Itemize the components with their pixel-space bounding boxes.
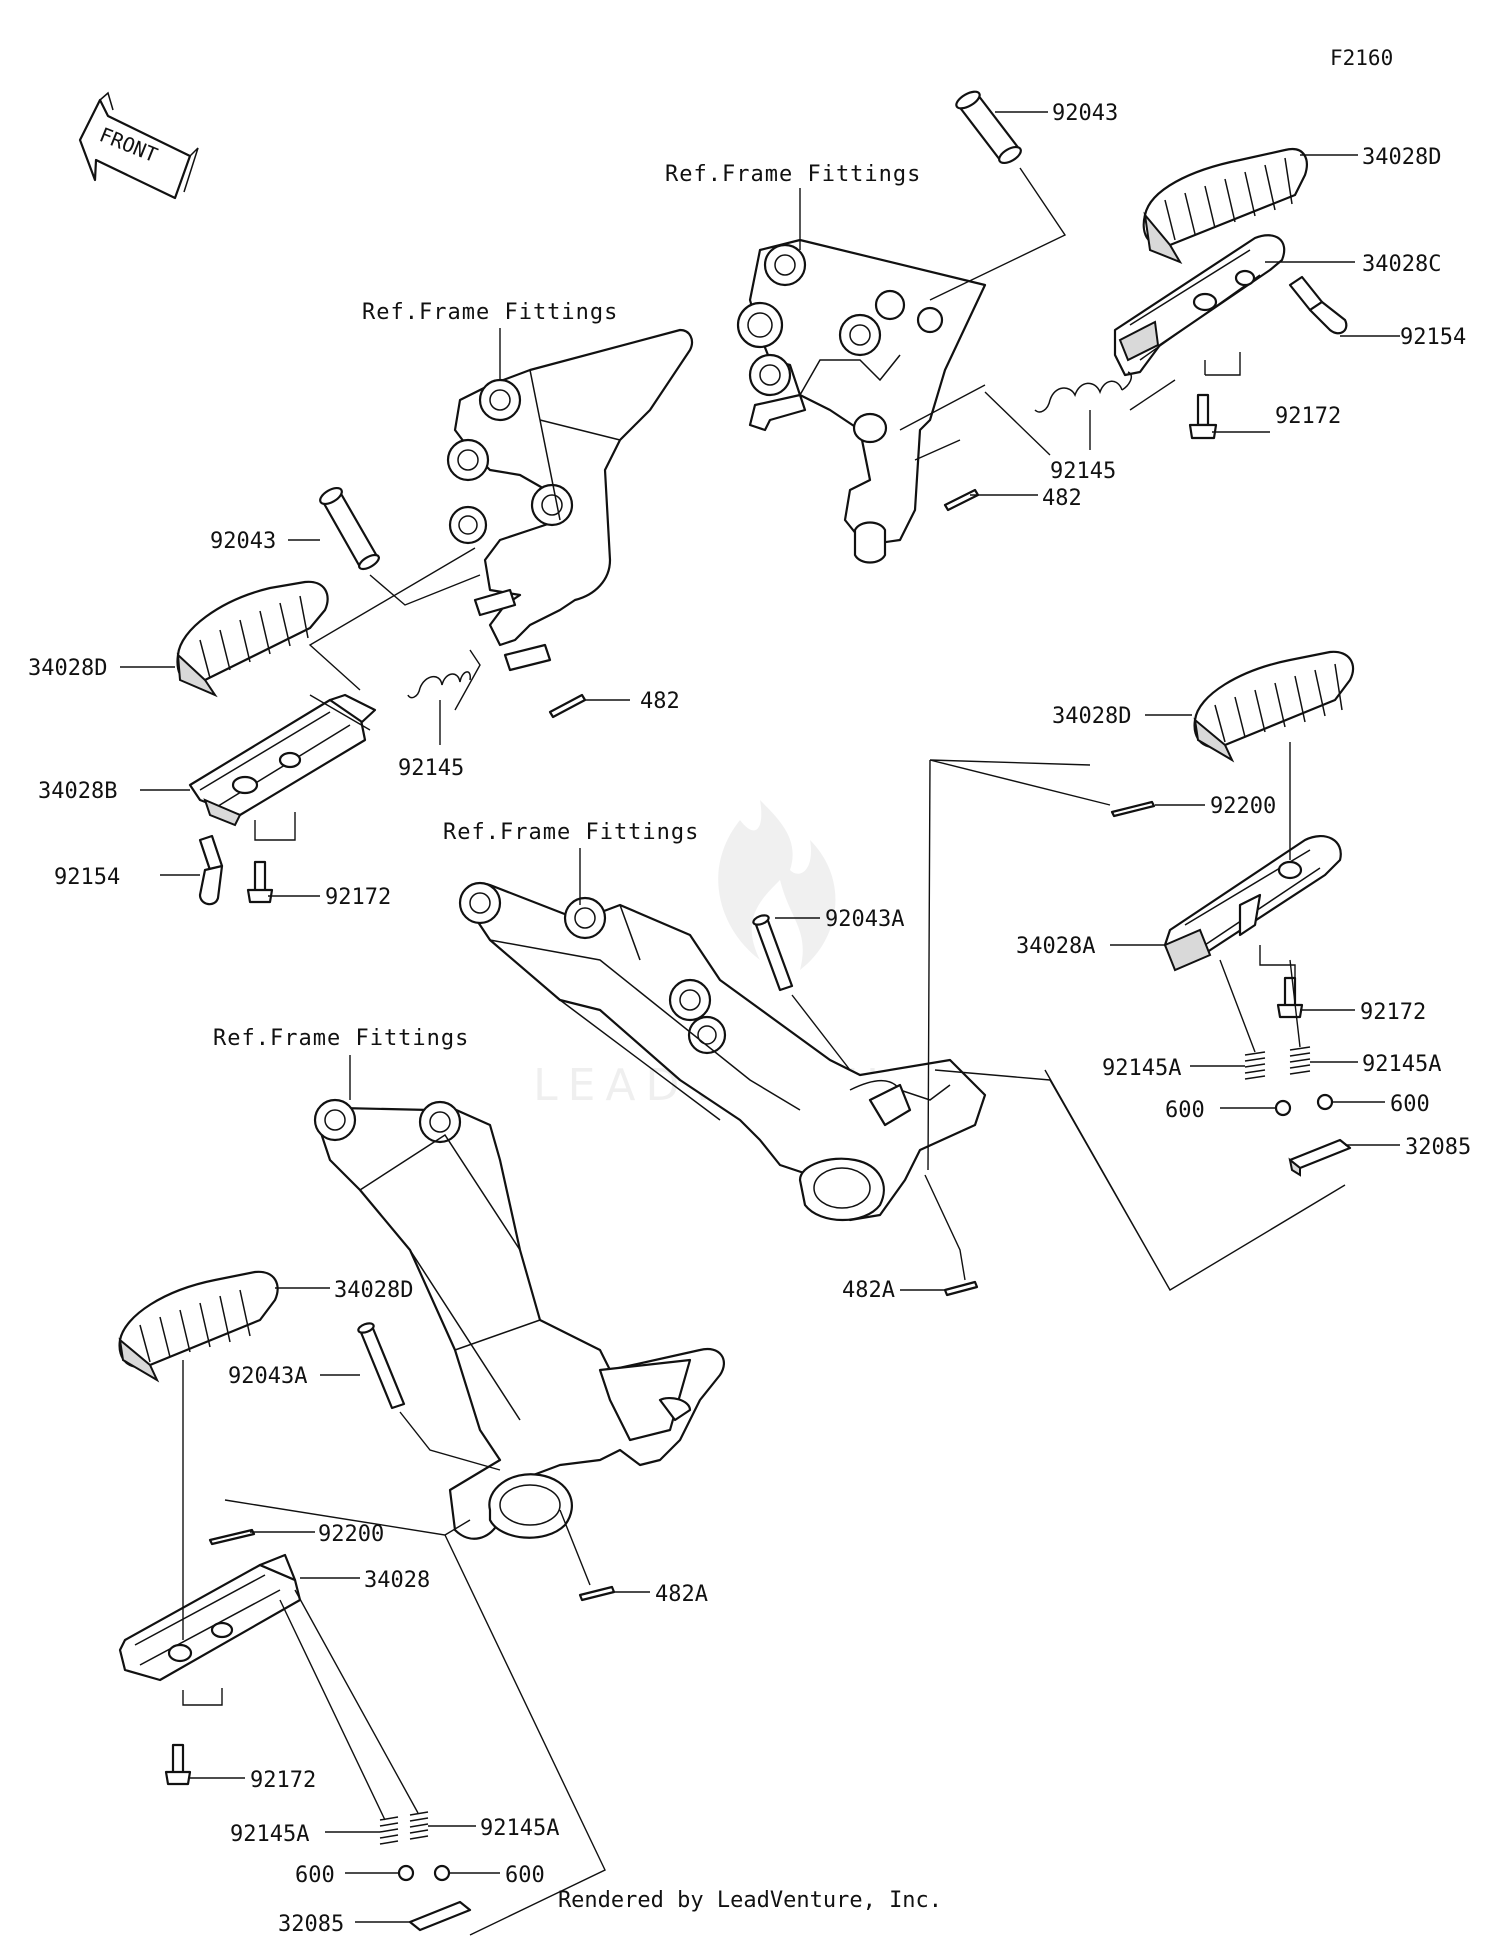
label-32085-lower: 32085 bbox=[278, 1912, 344, 1937]
label-92172-left: 92172 bbox=[325, 885, 391, 910]
bolt-92154-top bbox=[1288, 275, 1348, 335]
footer-credit: Rendered by LeadVenture, Inc. bbox=[557, 1888, 943, 1913]
label-600-lower-a: 600 bbox=[295, 1863, 335, 1888]
footrest-rubber-right-mid bbox=[1193, 650, 1355, 763]
circlip-482-left bbox=[548, 693, 587, 719]
ref-frame-fittings-label-4: Ref.Frame Fittings bbox=[213, 1026, 469, 1051]
spring-92145A-right-a bbox=[1244, 1051, 1266, 1080]
spring-92145A-right-b bbox=[1289, 1046, 1311, 1075]
plate-92200-lower bbox=[208, 1528, 256, 1546]
label-92145-top: 92145 bbox=[1050, 459, 1116, 484]
label-34028D-left: 34028D bbox=[28, 656, 107, 681]
label-92154-left: 92154 bbox=[54, 865, 120, 890]
label-92172-top: 92172 bbox=[1275, 404, 1341, 429]
figure-code: F2160 bbox=[1330, 46, 1394, 70]
label-92043A-lower: 92043A bbox=[228, 1364, 307, 1389]
label-92200-lower: 92200 bbox=[318, 1522, 384, 1547]
ref-frame-fittings-label-1: Ref.Frame Fittings bbox=[665, 162, 921, 187]
label-600-lower-b: 600 bbox=[505, 1863, 545, 1888]
footrest-bracket-lower-left bbox=[118, 1553, 302, 1682]
footrest-bracket-top-right bbox=[1113, 234, 1286, 377]
footrest-bracket-right-mid bbox=[1163, 835, 1342, 972]
frame-fitting-left-upper bbox=[446, 328, 694, 672]
frame-fitting-lower-left bbox=[313, 1098, 725, 1540]
label-92154-top: 92154 bbox=[1400, 325, 1466, 350]
ball-600-lower-b bbox=[433, 1864, 451, 1882]
ball-600-right-a bbox=[1274, 1099, 1292, 1117]
label-92172-right-mid: 92172 bbox=[1360, 1000, 1426, 1025]
label-482-top: 482 bbox=[1042, 486, 1082, 511]
label-482A-lower: 482A bbox=[655, 1582, 708, 1607]
circlip-482A-center bbox=[943, 1280, 979, 1297]
label-34028C: 34028C bbox=[1362, 252, 1441, 277]
label-32085-right: 32085 bbox=[1405, 1135, 1471, 1160]
footrest-bracket-left bbox=[188, 693, 377, 827]
label-34028: 34028 bbox=[364, 1568, 430, 1593]
bolt-92172-lower bbox=[164, 1743, 192, 1786]
ref-frame-fittings-label-3: Ref.Frame Fittings bbox=[443, 820, 699, 845]
front-arrow-icon: FRONT bbox=[78, 91, 199, 200]
pin-92043A-center bbox=[752, 914, 794, 992]
ball-600-right-b bbox=[1316, 1093, 1334, 1111]
footrest-rubber-left bbox=[176, 580, 329, 698]
spring-92145A-lower-a bbox=[379, 1816, 399, 1845]
spring-92145-left bbox=[407, 671, 471, 699]
ref-frame-fittings-label-2: Ref.Frame Fittings bbox=[362, 300, 618, 325]
label-34028D-lower: 34028D bbox=[334, 1278, 413, 1303]
circlip-482-top bbox=[943, 488, 980, 512]
plate-92200-right bbox=[1110, 800, 1156, 818]
label-482-left: 482 bbox=[640, 689, 680, 714]
footrest-rubber-top-right bbox=[1142, 147, 1308, 265]
label-92145A-lower-a: 92145A bbox=[230, 1822, 309, 1847]
label-34028D-right-mid: 34028D bbox=[1052, 704, 1131, 729]
bolt-92172-top bbox=[1188, 393, 1218, 440]
label-92145A-right-a: 92145A bbox=[1102, 1056, 1181, 1081]
label-92145-left: 92145 bbox=[398, 756, 464, 781]
footrest-rubber-lower-left bbox=[118, 1270, 279, 1383]
bolt-92172-left bbox=[246, 860, 274, 904]
frame-fitting-top-right bbox=[736, 238, 987, 564]
frame-fitting-center bbox=[458, 881, 987, 1222]
label-92043-top: 92043 bbox=[1052, 101, 1118, 126]
label-34028A: 34028A bbox=[1016, 934, 1095, 959]
label-92043-left: 92043 bbox=[210, 529, 276, 554]
pin-92043-left bbox=[319, 486, 380, 571]
detent-32085-lower bbox=[408, 1900, 472, 1932]
detent-32085-right bbox=[1288, 1138, 1352, 1177]
spring-92145-top bbox=[1034, 371, 1133, 413]
label-92043A-center: 92043A bbox=[825, 907, 904, 932]
bolt-92154-left bbox=[198, 834, 224, 906]
label-34028B: 34028B bbox=[38, 779, 117, 804]
label-92172-lower: 92172 bbox=[250, 1768, 316, 1793]
circlip-482A-lower bbox=[578, 1585, 616, 1602]
label-92200-right: 92200 bbox=[1210, 794, 1276, 819]
label-600-right-a: 600 bbox=[1165, 1098, 1205, 1123]
bolt-92172-right-mid bbox=[1276, 976, 1304, 1019]
label-600-right-b: 600 bbox=[1390, 1092, 1430, 1117]
label-92145A-right-b: 92145A bbox=[1362, 1052, 1441, 1077]
ball-600-lower-a bbox=[397, 1864, 415, 1882]
pin-92043-top bbox=[955, 90, 1022, 165]
label-482A-center: 482A bbox=[842, 1278, 895, 1303]
spring-92145A-lower-b bbox=[409, 1811, 429, 1840]
label-92145A-lower-b: 92145A bbox=[480, 1816, 559, 1841]
label-34028D-top: 34028D bbox=[1362, 145, 1441, 170]
pin-92043A-lower bbox=[357, 1322, 406, 1410]
